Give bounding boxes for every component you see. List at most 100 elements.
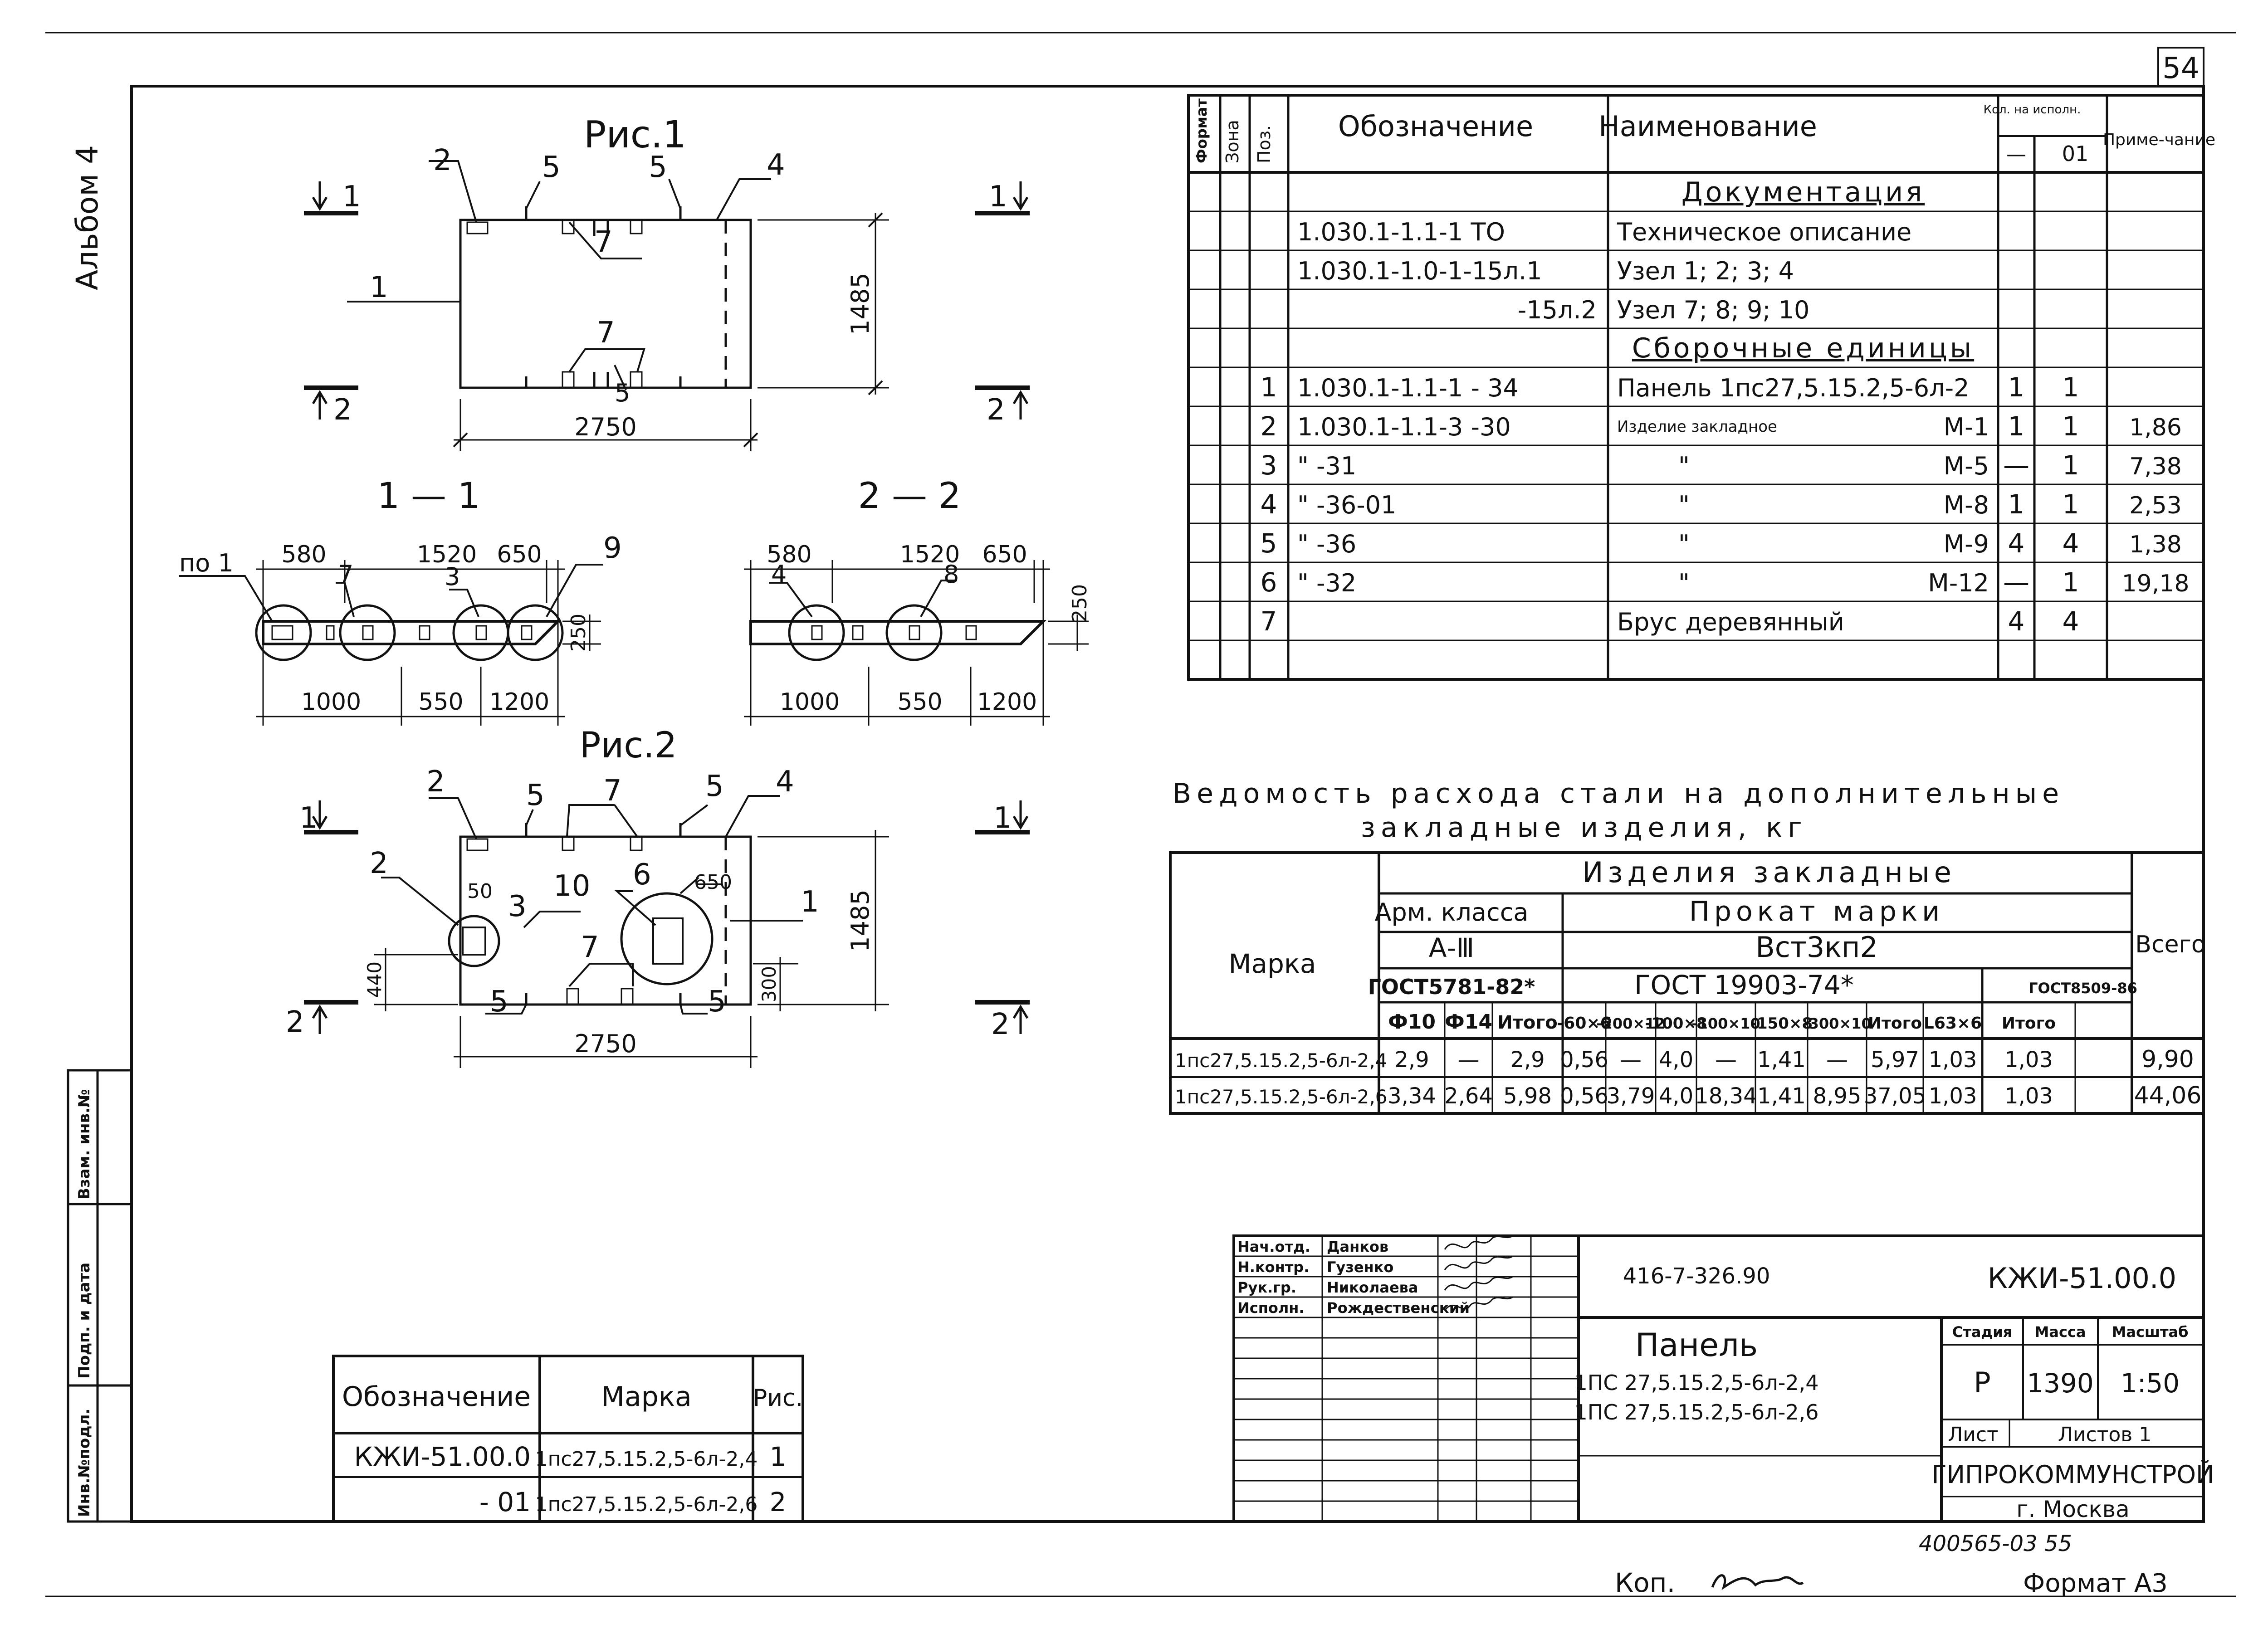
- steel-value: 2,9: [1394, 1047, 1429, 1073]
- spec-pos: 7: [1261, 606, 1277, 637]
- stamp-inv-orig: Инв.№подл.: [75, 1409, 93, 1517]
- steel-value: 1,41: [1757, 1083, 1806, 1109]
- marks-row-fig: 2: [770, 1487, 787, 1517]
- staff-name: Николаева: [1327, 1279, 1418, 1296]
- steel-title-1: Ведомость расхода стали на дополнительны…: [1173, 778, 2064, 810]
- spec-name: ": [1678, 530, 1690, 558]
- sec1-label: по 1: [179, 549, 234, 577]
- fig2-width-dim: 2750: [574, 1029, 636, 1058]
- spec-designation: " -36-01: [1297, 491, 1396, 519]
- steel-h-a3: А-Ⅲ: [1429, 932, 1475, 963]
- album-label: Альбом 4: [70, 145, 105, 290]
- fig1-section-mark: 1: [342, 180, 361, 214]
- fig2-callout: 5: [705, 770, 724, 803]
- spec-qty-2: 1: [2063, 450, 2079, 481]
- spec-designation: -15л.2: [1518, 296, 1597, 324]
- spec-name: ": [1678, 491, 1690, 519]
- copied-label: Коп.: [1615, 1567, 1675, 1598]
- archive-stamp: 400565-03 55: [1919, 1531, 2072, 1556]
- page-number: 54: [2162, 52, 2199, 85]
- scale-header: Масштаб: [2112, 1323, 2189, 1341]
- fig2-section-mark: 1: [299, 801, 318, 835]
- spec-note: 1,38: [2129, 531, 2182, 558]
- staff-signature: [1444, 1235, 1513, 1250]
- spec-mark: М-1: [1944, 413, 1989, 441]
- staff-role: Рук.гр.: [1237, 1279, 1296, 1296]
- fig2-callout: 6: [633, 858, 651, 892]
- spec-designation: " -36: [1297, 530, 1356, 558]
- staff-name: Гузенко: [1327, 1258, 1393, 1276]
- steel-col-header: -300×10: [1803, 1015, 1871, 1032]
- steel-col-header: Итого: [2002, 1014, 2056, 1033]
- fig2-height-dim: 1485: [846, 889, 875, 951]
- sec2-thickness: 250: [1068, 584, 1091, 622]
- steel-col-header: -100×10: [1691, 1015, 1760, 1032]
- sec1-dim: 650: [497, 541, 542, 568]
- spec-header-note: Приме-чание: [2103, 131, 2215, 149]
- spec-qty-1: 1: [2008, 372, 2025, 403]
- fig2-callout: 7: [581, 931, 599, 964]
- steel-row-total: 44,06: [2134, 1082, 2202, 1109]
- steel-value: 5,98: [1503, 1083, 1552, 1109]
- spec-header-qty-dash: —: [2006, 143, 2026, 166]
- steel-title-2: закладные изделия, кг: [1361, 812, 1808, 844]
- spec-name: Брус деревянный: [1617, 608, 1844, 636]
- mass-header: Масса: [2035, 1323, 2086, 1341]
- organization: ГИПРОКОММУНСТРОЙ: [1932, 1460, 2214, 1489]
- marks-row-mark: 1пс27,5.15.2,5-6л-2,4: [535, 1448, 758, 1471]
- spec-designation: " -31: [1297, 452, 1356, 480]
- steel-value: 1,03: [1929, 1083, 1977, 1109]
- spec-qty-2: 1: [2063, 372, 2079, 403]
- spec-name: Техническое описание: [1617, 218, 1911, 246]
- title-block: Нач.отд.ДанковН.контр.ГузенкоРук.гр.Нико…: [1232, 1234, 2214, 1523]
- spec-name: Панель 1пс27,5.15.2,5-6л-2: [1617, 374, 1969, 402]
- spec-section-heading: Документация: [1681, 176, 1925, 208]
- sec2-dim: 650: [982, 541, 1027, 568]
- fig1-callout: 5: [615, 379, 630, 407]
- fig2-callout: 650: [694, 871, 732, 894]
- section-1-title: 1 — 1: [377, 476, 480, 517]
- stage-value: Р: [1974, 1366, 1990, 1399]
- steel-value: —: [1826, 1047, 1848, 1073]
- fig2-callout: 50: [467, 880, 493, 903]
- spec-header-name: Наименование: [1598, 110, 1817, 143]
- spec-mark: М-5: [1944, 452, 1989, 480]
- project-number: 416-7-326.90: [1623, 1263, 1770, 1289]
- sec1-dim: 550: [418, 688, 463, 716]
- steel-value: 0,56: [1560, 1047, 1608, 1073]
- fig1-section-mark: 2: [333, 393, 352, 427]
- spec-qty-2: 1: [2063, 489, 2079, 520]
- spec-note: 2,53: [2129, 492, 2182, 519]
- fig2-section-mark: 2: [286, 1005, 304, 1039]
- fig1-width-dim: 2750: [574, 413, 636, 441]
- marks-h-designation: Обозначение: [342, 1381, 531, 1413]
- specification-table: Формат Зона Поз. Обозначение Наименовани…: [1187, 94, 2215, 681]
- spec-designation: 1.030.1-1.0-1-15л.1: [1297, 257, 1542, 285]
- item-name-line2: 1ПС 27,5.15.2,5-6л-2,6: [1574, 1400, 1819, 1424]
- staff-role: Н.контр.: [1237, 1258, 1309, 1276]
- steel-value: 1,03: [1929, 1047, 1977, 1073]
- steel-col-header: Ф14: [1445, 1010, 1492, 1034]
- document-code: КЖИ-51.00.0: [1988, 1262, 2176, 1295]
- sec1-dim: 1520: [417, 541, 477, 568]
- steel-col-header: -150×8: [1750, 1015, 1813, 1033]
- fig1-callout: 5: [542, 151, 561, 184]
- side-stamp: Инв.№подл. Подп. и дата Взам. инв.№: [67, 1069, 133, 1523]
- fig1-height-dim: 1485: [846, 273, 875, 335]
- spec-header-format: Формат: [1193, 98, 1210, 163]
- sec1-thickness: 250: [567, 614, 590, 652]
- fig2-title: Рис.2: [579, 725, 677, 766]
- sec1-label: 7: [338, 560, 353, 589]
- spec-header-qty-01: 01: [2062, 141, 2089, 166]
- steel-value: —: [1458, 1047, 1480, 1073]
- sheet-label: Лист: [1948, 1423, 1999, 1446]
- spec-mark: М-9: [1944, 530, 1989, 558]
- steel-row-mark: 1пс27,5.15.2,5-6л-2,6: [1175, 1086, 1387, 1108]
- steel-h-vst: Вст3кп2: [1755, 931, 1878, 964]
- sec2-dim: 1000: [780, 688, 840, 716]
- spec-pos: 4: [1261, 489, 1277, 520]
- spec-qty-2: 4: [2063, 528, 2079, 559]
- spec-section-heading: Сборочные единицы: [1632, 332, 1974, 364]
- steel-col-header: Итого: [1497, 1012, 1558, 1033]
